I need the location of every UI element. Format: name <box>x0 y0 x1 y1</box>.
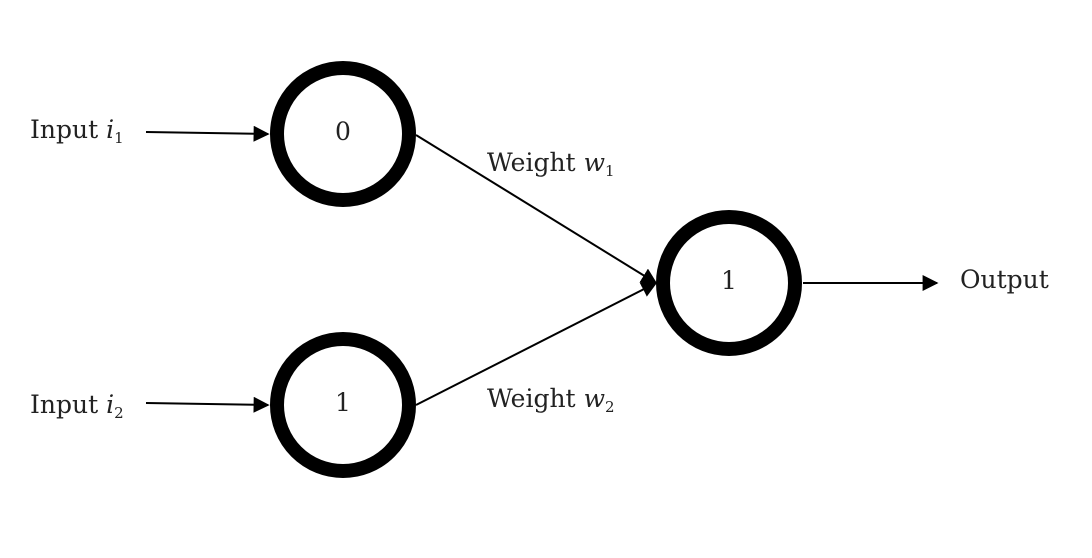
input-1-word: Input <box>30 115 99 144</box>
weight-2-connection <box>415 282 658 406</box>
input-1-var: i <box>106 115 115 144</box>
input-1-sub: 1 <box>114 129 124 147</box>
input-node-1 <box>270 61 416 207</box>
weight-2-label: Weight w2 <box>487 384 615 416</box>
weight-1-label: Weight w1 <box>487 148 615 180</box>
input-1-label: Input i1 <box>30 115 124 147</box>
input-2-word: Input <box>30 390 99 419</box>
output-node <box>656 210 802 356</box>
input-2-sub: 2 <box>114 404 124 422</box>
input-node-1-value: 0 <box>335 117 351 146</box>
output-label: Output <box>960 265 1049 294</box>
input-2-var: i <box>106 390 115 419</box>
input-2-arrow <box>145 396 270 413</box>
weight-1-sub: 1 <box>604 162 615 180</box>
input-2-label: Input i2 <box>30 390 124 422</box>
weight-1-connection <box>415 134 658 284</box>
input-node-2 <box>270 332 416 478</box>
weight-2-word: Weight <box>487 384 576 413</box>
weight-2-sub: 2 <box>604 398 615 416</box>
input-node-2-value: 1 <box>335 388 351 417</box>
input-1-arrow <box>145 125 270 142</box>
output-node-value: 1 <box>721 266 737 295</box>
weight-2-var: w <box>583 384 605 413</box>
weight-1-word: Weight <box>487 148 576 177</box>
weight-1-var: w <box>583 148 605 177</box>
